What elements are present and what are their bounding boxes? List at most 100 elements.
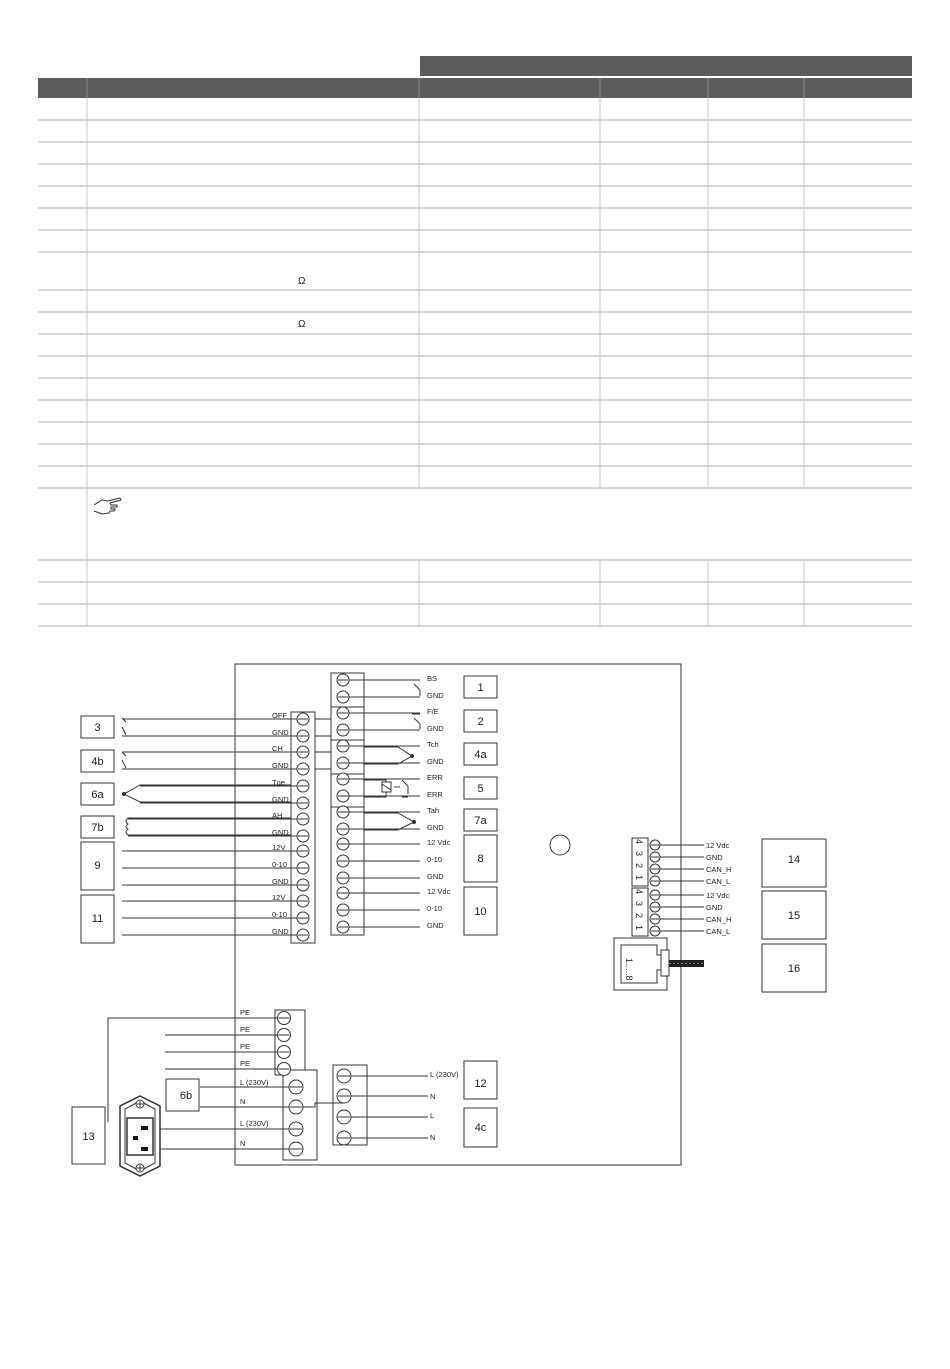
terminal-label: 12 Vdc [427,838,451,847]
svg-text:4a: 4a [474,749,487,761]
svg-text:1: 1 [477,682,483,694]
power-label: N [430,1133,435,1142]
can-label: 12 Vdc [706,891,730,900]
controller-board [234,663,682,1166]
terminal-label: GND [427,823,444,832]
terminal-label: 12V [272,893,285,902]
rj45-label: 1.....8 [624,958,634,981]
svg-text:6b: 6b [180,1090,192,1102]
callout-4c: 4c [463,1107,498,1148]
can-pin: 1 [634,925,644,930]
temperature-sensor-icon [364,746,414,765]
terminal-label: 0-10 [427,904,442,913]
callout-2: 2 [463,709,498,733]
callout-10: 10 [463,886,498,936]
pe-label: PE [240,1042,250,1051]
can-pin: 2 [634,913,644,918]
can-pin: 4 [634,889,644,894]
terminal-label: GND [427,872,444,881]
power-inlet-icon [119,1095,161,1177]
switch-icon [412,713,421,729]
svg-text:15: 15 [788,910,800,922]
table-rows [38,98,912,627]
relay-icon [364,779,409,798]
callout-1: 1 [463,675,498,699]
callout-14: 14 [761,838,827,888]
svg-text:7b: 7b [91,822,103,834]
pe-label: PE [240,1059,250,1068]
terminal-label: Tch [427,740,439,749]
terminal-label: GND [272,877,289,886]
symbols [121,679,421,836]
callout-6a: 6a [80,782,115,806]
left-terminal-labels: OFF GND CH GND Tge GND AH GND 12V 0-10 G… [272,711,289,936]
terminal-label: BS [427,674,437,683]
callout-16: 16 [761,943,827,993]
callout-4a: 4a [463,742,498,766]
callout-11: 11 [80,894,115,944]
top-terminal-labels: BS GND F/E GND Tch GND ERR ERR Tah GND 1… [427,674,451,930]
terminal-label: GND [427,691,444,700]
terminal-label: 0-10 [427,855,442,864]
temperature-sensor-icon [122,784,291,803]
ohm-symbol-1: Ω [298,276,306,287]
can-label: CAN_H [706,915,731,924]
svg-text:9: 9 [94,860,100,872]
terminal-label: ERR [427,773,443,782]
terminal-label: ERR [427,790,443,799]
callout-boxes: 1 2 4a 5 7a 8 10 3 4b 6a 7b 9 11 6b 12 4… [71,675,827,1165]
mounting-hole [549,834,571,856]
terminal-label: 0-10 [272,910,287,919]
terminal-label: GND [272,828,289,837]
switch-icon [412,679,421,696]
power-labels: PE PE PE PE L (230V) N L (230V) N L (230… [240,1008,459,1148]
switch-icon [121,751,127,769]
pe-label: PE [240,1025,250,1034]
can-pin: 4 [634,839,644,844]
svg-text:6a: 6a [91,789,104,801]
power-label: N [240,1097,245,1106]
svg-text:5: 5 [477,783,483,795]
svg-text:4b: 4b [91,756,103,768]
table-group-header [420,56,912,76]
svg-text:12: 12 [474,1078,486,1090]
terminal-label: GND [272,761,289,770]
terminal-label: GND [427,921,444,930]
can-label: CAN_H [706,865,731,874]
terminal-label: GND [272,927,289,936]
humidity-sensor-icon [125,817,291,836]
can-pin: 3 [634,851,644,856]
svg-text:8: 8 [477,853,483,865]
callout-6b: 6b [165,1078,200,1112]
terminal-label: F/E [427,707,439,716]
callout-3: 3 [80,715,115,739]
svg-text:7a: 7a [474,815,487,827]
terminal-label: 12 Vdc [427,887,451,896]
wires [107,679,704,1150]
specification-table: Ω Ω [38,56,912,627]
ohm-symbol-2: Ω [298,319,306,330]
rj45-connector: 1.....8 [613,937,704,991]
terminal-label: 0-10 [272,860,287,869]
callout-7a: 7a [463,808,498,832]
svg-text:14: 14 [788,854,800,866]
can-connectors: 4 3 2 1 4 3 2 1 12 Vdc GND CAN_H CAN_L 1… [631,837,731,937]
svg-text:16: 16 [788,963,800,975]
can-label: CAN_L [706,877,730,886]
callout-15: 15 [761,890,827,940]
can-label: GND [706,853,723,862]
callout-9: 9 [80,841,115,891]
terminal-label: GND [272,728,289,737]
power-label: L (230V) [240,1078,269,1087]
callout-12: 12 [463,1060,498,1100]
terminal-label: GND [427,757,444,766]
terminal-label: GND [427,724,444,733]
callout-13: 13 [71,1106,106,1165]
can-label: GND [706,903,723,912]
svg-text:10: 10 [474,906,486,918]
can-pin: 3 [634,901,644,906]
terminal-label: GND [272,795,289,804]
callout-4b: 4b [80,749,115,773]
power-label: L (230V) [430,1070,459,1079]
